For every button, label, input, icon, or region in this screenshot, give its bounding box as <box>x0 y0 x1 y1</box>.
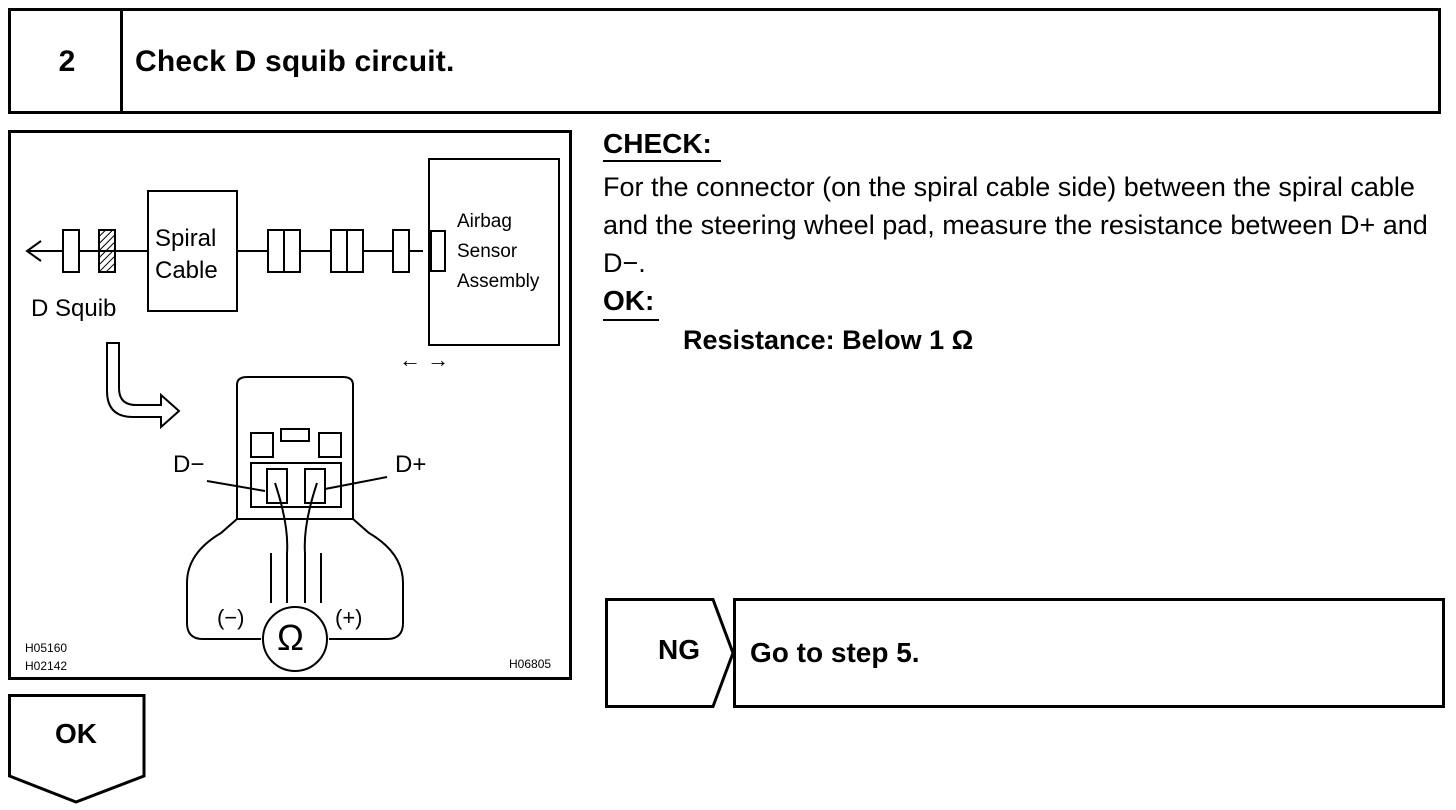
cavity-left-top <box>250 432 274 458</box>
ohm-symbol: Ω <box>277 617 304 658</box>
airbag-label-3: Assembly <box>457 271 540 292</box>
step-title: Check D squib circuit. <box>135 45 455 78</box>
spiral-cable-label-2: Cable <box>155 257 218 284</box>
d-plus-label: D+ <box>395 451 427 478</box>
ng-arrow-shape <box>605 598 735 708</box>
ok-heading: OK: <box>603 285 655 316</box>
meter-outline-right <box>329 518 404 640</box>
probe-lead-right <box>303 482 318 603</box>
terminal-plus <box>304 468 326 504</box>
terminal-minus <box>266 468 288 504</box>
ok-result: OK <box>8 694 148 804</box>
airbag-sensor-connector <box>430 230 446 272</box>
step-header: 2 Check D squib circuit. <box>8 8 1441 114</box>
squib-connector-left <box>62 229 80 273</box>
connector-housing <box>236 376 354 520</box>
ng-action-box: Go to step 5. <box>733 598 1445 708</box>
flow-arrow <box>106 342 181 430</box>
meter-outline-left <box>186 518 261 640</box>
ng-label: NG <box>658 634 700 665</box>
figure-code-1: H05160 <box>25 641 68 655</box>
airbag-label-2: Sensor <box>457 241 518 262</box>
ohmmeter-circle <box>262 606 328 672</box>
connector-2a <box>330 229 348 273</box>
airbag-sensor-box <box>428 158 560 346</box>
step-number: 2 <box>58 45 76 78</box>
diagram-drawing <box>25 158 560 672</box>
ok-arrow-shape <box>8 694 146 804</box>
squib-connector-hatched <box>98 229 116 273</box>
connector-latch <box>280 428 310 442</box>
cavity-right-top <box>318 432 342 458</box>
figure-code-3: H06805 <box>509 657 552 671</box>
check-heading: CHECK: <box>603 128 712 159</box>
probe-lead-left <box>274 482 289 603</box>
meter-plus-label: (+) <box>335 605 363 630</box>
meter-minus-label: (−) <box>217 605 245 630</box>
connector-2b <box>346 229 364 273</box>
spiral-cable-box <box>147 190 238 312</box>
d-minus-leader <box>206 480 266 492</box>
ok-label: OK <box>55 718 97 749</box>
spiral-cable-label-1: Spiral <box>155 225 217 252</box>
check-instruction: For the connector (on the spiral cable s… <box>603 172 1428 278</box>
connector-3 <box>392 229 410 273</box>
ok-spec-value: Resistance: Below 1 Ω <box>683 325 974 355</box>
circuit-diagram: Spiral Cable D Squib Airbag Sensor Assem… <box>8 130 572 680</box>
connector-1a <box>267 229 285 273</box>
ok-underline <box>603 319 659 321</box>
connector-1b <box>283 229 301 273</box>
squib-plug-tip <box>25 240 42 262</box>
step-number-cell: 2 <box>11 11 123 111</box>
d-minus-label: D− <box>173 451 205 478</box>
d-plus-leader <box>324 476 388 490</box>
airbag-label-1: Airbag <box>457 211 512 232</box>
ng-result: NG Go to step 5. <box>605 598 1445 708</box>
d-squib-label: D Squib <box>31 295 117 322</box>
ng-action-text: Go to step 5. <box>750 637 920 668</box>
direction-arrows: ← → <box>399 347 450 372</box>
figure-code-2: H02142 <box>25 659 68 673</box>
check-underline <box>603 160 721 162</box>
